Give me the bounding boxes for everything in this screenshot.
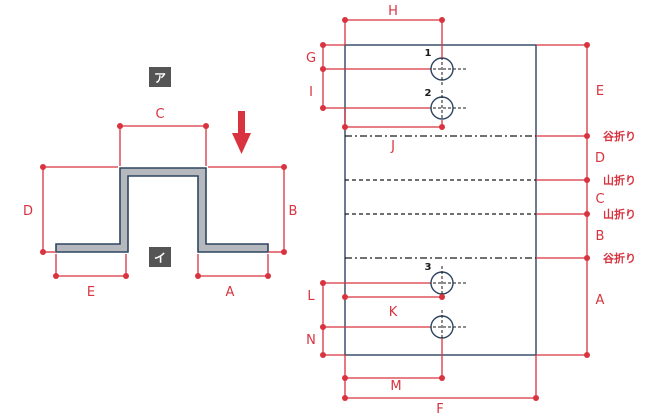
dim-c-label: C — [155, 107, 164, 122]
dim-e-left: E — [53, 254, 129, 300]
dim-b-label: B — [289, 204, 298, 219]
dim-d-label: D — [23, 204, 33, 219]
down-arrow-icon — [232, 111, 251, 154]
dim-a-left: A — [195, 254, 271, 300]
dim-f: F — [342, 355, 539, 417]
dim-g: G — [306, 42, 430, 72]
dim-d-left: D — [23, 164, 118, 255]
hole-3-label: 3 — [425, 262, 432, 273]
fold-label-valley-1: 谷折り — [603, 129, 636, 143]
dim-l-label: L — [307, 289, 315, 304]
dim-k: K — [342, 294, 445, 320]
badge-a-label: ア — [154, 71, 166, 85]
dim-f-label: F — [436, 402, 443, 417]
dim-c-right-label: C — [595, 192, 604, 207]
left-profile: ア イ C D — [23, 67, 297, 300]
hole-1-label: 1 — [425, 48, 432, 59]
dim-j: J — [342, 110, 445, 154]
dim-a-right-label: A — [596, 293, 605, 308]
fold-label-mountain-1: 山折り — [603, 173, 636, 187]
hole-2-label: 2 — [425, 88, 432, 99]
dim-d-right-label: D — [595, 151, 605, 166]
dim-b-left: B — [208, 164, 297, 255]
dim-g-label: G — [306, 51, 316, 66]
dim-m: M — [342, 338, 445, 398]
dim-m-label: M — [390, 379, 401, 394]
badge-a: ア — [149, 67, 171, 87]
fold-label-valley-2: 谷折り — [603, 251, 636, 265]
dim-i-label: I — [309, 85, 313, 100]
right-extensions — [536, 42, 590, 358]
dim-n: N — [306, 324, 430, 358]
dim-c-left: C — [117, 107, 209, 166]
badge-i: イ — [149, 247, 171, 267]
dim-h: H — [342, 4, 445, 58]
dim-l: L — [307, 280, 430, 327]
dim-i: I — [309, 69, 430, 111]
dim-h-label: H — [388, 4, 398, 19]
dim-b-right-label: B — [596, 229, 605, 244]
sheet-outline — [344, 44, 537, 356]
dim-e-label: E — [87, 285, 95, 300]
dim-e-right-label: E — [596, 84, 604, 99]
fold-label-mountain-2: 山折り — [603, 207, 636, 221]
dim-j-label: J — [390, 139, 395, 154]
dim-n-label: N — [306, 333, 316, 348]
dim-a-label: A — [226, 285, 235, 300]
badge-i-label: イ — [154, 251, 166, 265]
profile-shape — [55, 167, 269, 253]
right-sheet: 1 2 3 H — [306, 4, 636, 417]
dim-k-label: K — [389, 305, 398, 320]
